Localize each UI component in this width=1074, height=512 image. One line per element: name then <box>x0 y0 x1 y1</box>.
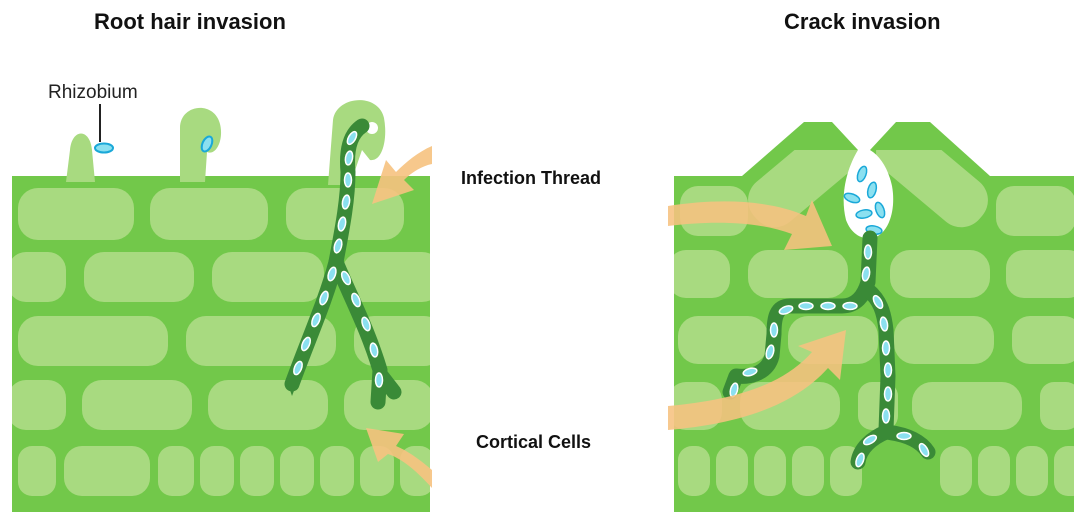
title-crack-invasion: Crack invasion <box>784 9 941 35</box>
root-hair-1 <box>66 134 95 183</box>
title-root-hair-invasion: Root hair invasion <box>94 9 286 35</box>
rhizobium-free-1 <box>95 144 113 153</box>
label-infection-thread: Infection Thread <box>461 168 601 189</box>
root-hair-2 <box>180 108 221 182</box>
label-cortical-cells: Cortical Cells <box>476 432 591 453</box>
crack-panel <box>668 115 1074 512</box>
root-hair-panel <box>8 100 444 512</box>
label-rhizobium: Rhizobium <box>48 82 138 104</box>
